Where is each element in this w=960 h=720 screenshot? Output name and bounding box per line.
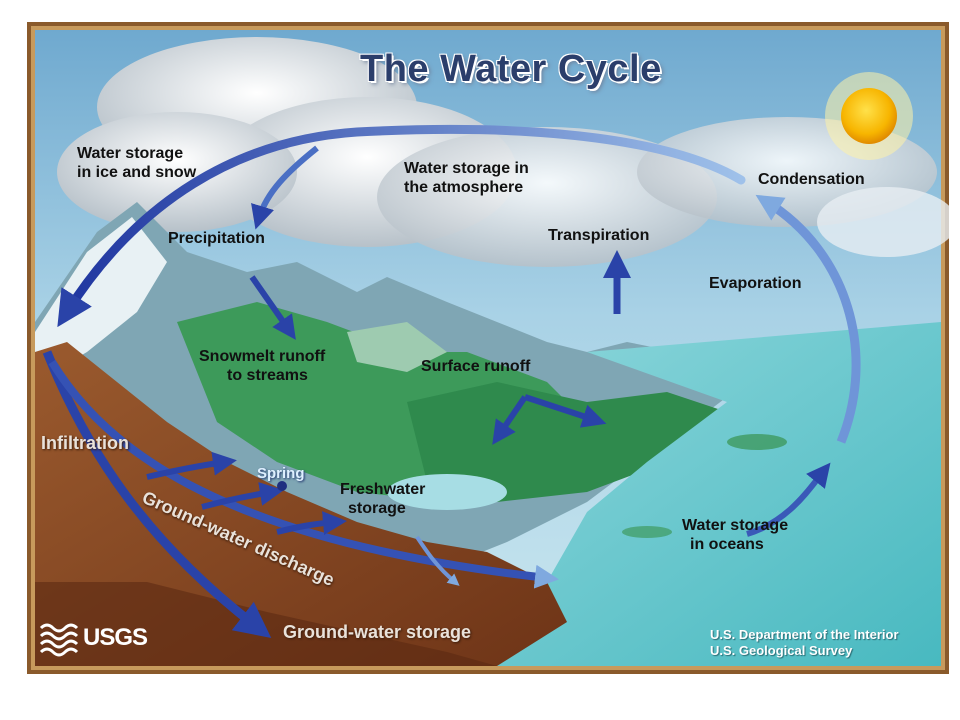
- label-spring: Spring: [257, 465, 305, 482]
- freshwater-lake: [387, 474, 507, 510]
- water-cycle-illustration: [27, 22, 949, 674]
- atmosphere-flow-arrow: [57, 124, 746, 328]
- ocean: [467, 322, 941, 666]
- label-ice-snow: Water storage in ice and snow: [77, 144, 196, 182]
- infiltration-arrow-3: [276, 511, 347, 535]
- label-oceans-line2: in oceans: [690, 536, 764, 553]
- usgs-logo-text: USGS: [83, 624, 148, 651]
- label-groundwater-storage: Ground-water storage: [283, 622, 472, 642]
- label-snowmelt-line1: Snowmelt runoff: [199, 348, 326, 365]
- label-transpiration: Transpiration: [548, 227, 650, 244]
- label-evaporation: Evaporation: [709, 275, 802, 292]
- groundwater-discharge-arrow: [48, 359, 559, 589]
- surface-runoff-arrow-2: [524, 394, 607, 428]
- evaporation-arrow: [755, 194, 861, 444]
- label-ice-snow-line2: in ice and snow: [77, 164, 197, 181]
- credit-text: U.S. Department of the Interior U.S. Geo…: [710, 627, 899, 659]
- label-oceans-line1: Water storage: [682, 517, 789, 534]
- infiltration-arrow-2: [201, 482, 284, 510]
- label-freshwater-line1: Freshwater: [340, 481, 426, 498]
- lake-seepage-arrow: [415, 535, 460, 586]
- label-atmosphere-line2: the atmosphere: [404, 179, 524, 196]
- label-infiltration: Infiltration: [41, 433, 129, 453]
- label-precipitation: Precipitation: [168, 230, 265, 247]
- sun-icon: [825, 72, 913, 160]
- label-ice-snow-line1: Water storage: [77, 145, 184, 162]
- usgs-logo-icon: [39, 623, 79, 657]
- ocean-evaporation-arrow: [746, 462, 831, 537]
- label-snowmelt-line2: to streams: [227, 367, 308, 384]
- label-condensation: Condensation: [758, 171, 865, 188]
- label-freshwater: Freshwater storage: [340, 480, 425, 518]
- label-atmosphere-line1: Water storage in: [404, 160, 529, 177]
- label-atmosphere: Water storage in the atmosphere: [404, 159, 529, 197]
- diagram-frame: The Water Cycle Water storage in ice and…: [27, 22, 949, 674]
- snowmelt-arrow: [249, 275, 296, 340]
- groundwater-storage-arrow: [42, 350, 272, 639]
- label-snowmelt: Snowmelt runoff to streams: [199, 347, 325, 385]
- usgs-logo: USGS: [40, 624, 148, 652]
- diagram-title: The Water Cycle: [360, 48, 662, 90]
- label-oceans: Water storage in oceans: [682, 516, 788, 554]
- infiltration-arrow-1: [146, 451, 237, 480]
- credit-line2: U.S. Geological Survey: [710, 643, 853, 658]
- label-freshwater-line2: storage: [348, 500, 406, 517]
- surface-runoff-arrow-1: [492, 395, 528, 445]
- spring-marker: [277, 481, 287, 491]
- precipitation-arrow: [251, 145, 319, 230]
- ground-cross-section: [35, 342, 567, 666]
- credit-line1: U.S. Department of the Interior: [710, 627, 899, 642]
- label-surface-runoff: Surface runoff: [421, 358, 531, 375]
